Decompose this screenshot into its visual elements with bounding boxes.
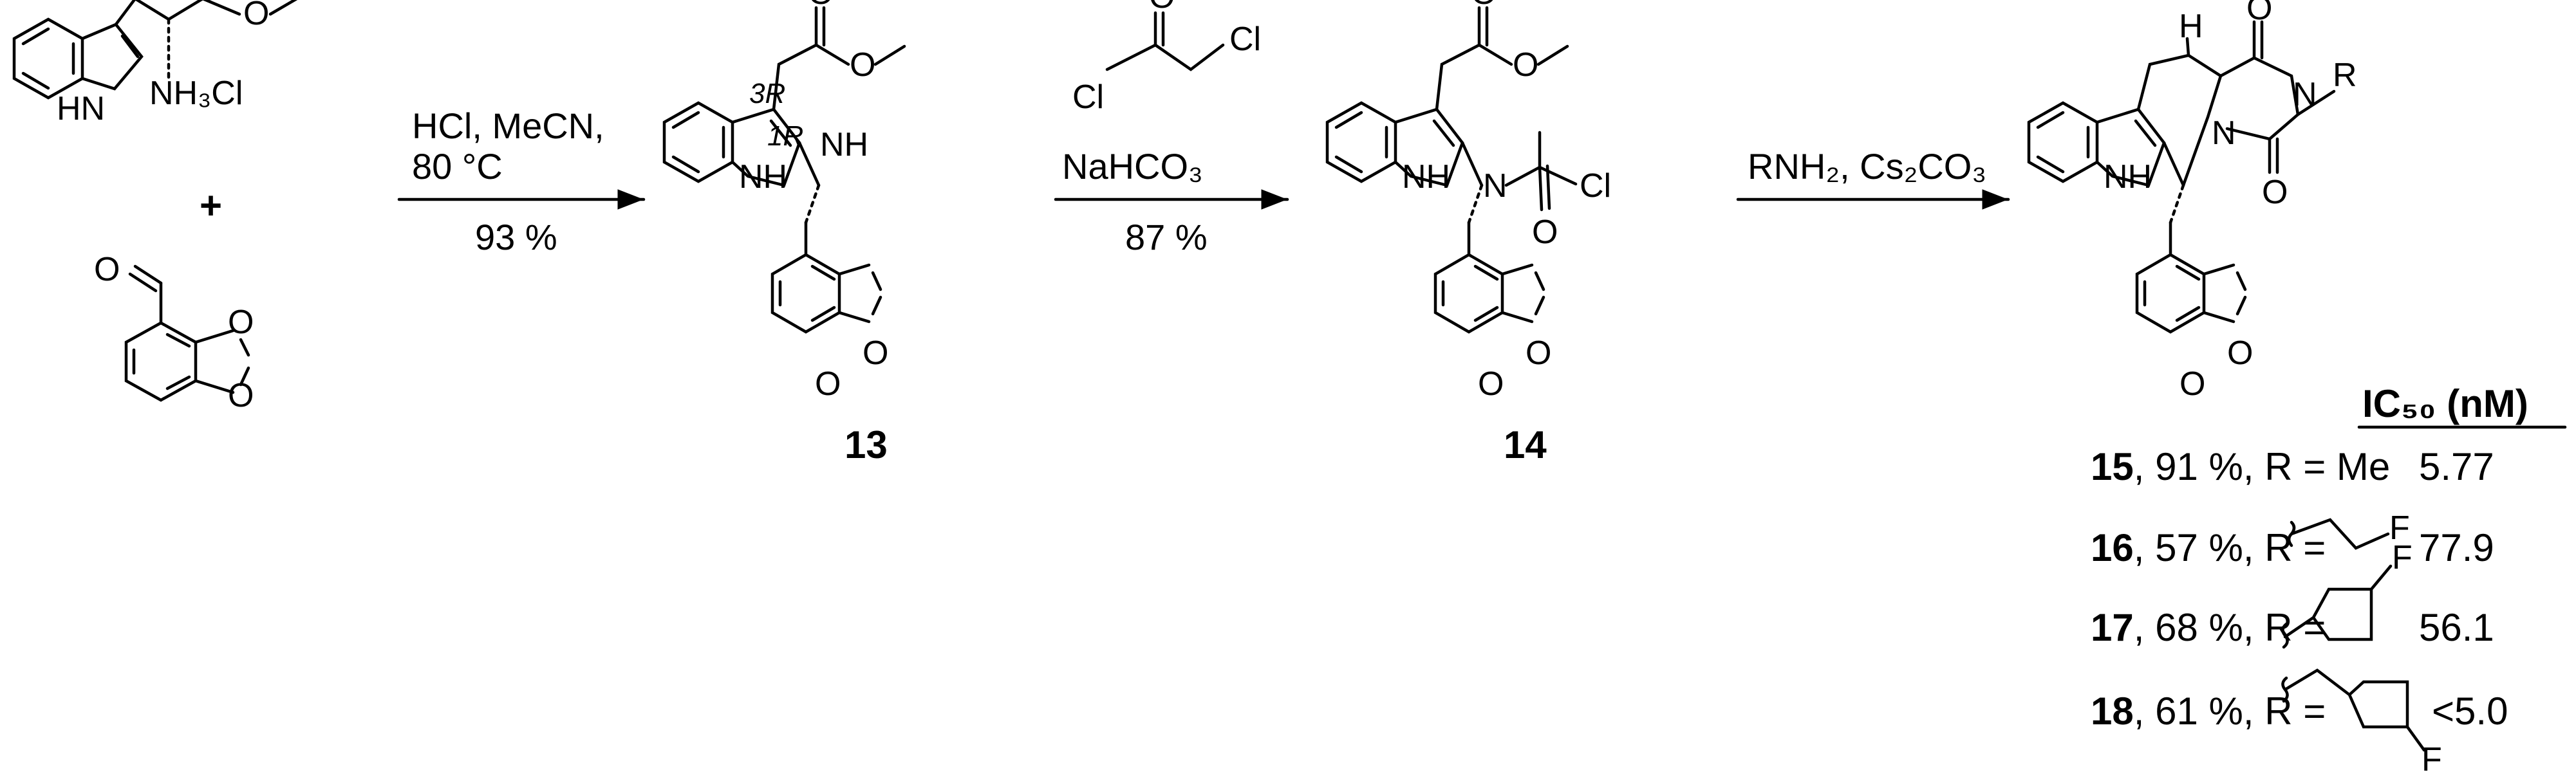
reaction-arrow-1: HCl, MeCN, 80 °C 93 %	[397, 105, 646, 257]
svg-text:N: N	[2212, 115, 2236, 152]
svg-text:O: O	[2227, 335, 2253, 372]
reaction-arrow-3: RNH₂, Cs₂CO₃	[1736, 146, 2010, 210]
svg-text:O: O	[1149, 0, 1175, 15]
ammonium-label: NH₃Cl	[149, 75, 243, 112]
svg-text:17, 68 %, R =: 17, 68 %, R =	[2091, 606, 2326, 649]
compound-17-number: 17	[2091, 606, 2134, 649]
step2-reagent: NaHCO₃	[1062, 146, 1203, 187]
svg-text:Cl: Cl	[1229, 21, 1261, 58]
compound-18-number: 18	[2091, 690, 2134, 733]
svg-text:N: N	[1483, 167, 1507, 205]
svg-text:NH: NH	[820, 126, 868, 163]
ic50-header: IC₅₀ (nM)	[2362, 382, 2528, 425]
svg-text:N: N	[2293, 76, 2317, 113]
svg-text:H: H	[2179, 8, 2203, 45]
reaction-arrow-2: O Cl Cl NaHCO₃ 87 %	[1054, 0, 1289, 257]
stereo-label-3R: 3R	[749, 78, 785, 109]
svg-text:O: O	[1526, 335, 1551, 372]
ic50-table: IC₅₀ (nM) 15, 91 %, R = Me 5.77 16, 57 %…	[2091, 382, 2567, 778]
svg-text:O: O	[2179, 365, 2205, 403]
product-general-structure: H O N R N O NH O O	[2027, 0, 2357, 403]
svg-text:O: O	[1471, 0, 1497, 12]
svg-text:Cl: Cl	[1580, 167, 1611, 205]
ic50-16: 77.9	[2419, 526, 2494, 569]
svg-text:Cl: Cl	[1072, 78, 1104, 116]
step1-reagents-line1: HCl, MeCN,	[412, 105, 604, 146]
table-row: 16, 57 %, R = F 77.9	[2091, 509, 2494, 569]
tryptophan-ester-structure: HN O O NH₃Cl	[12, 0, 298, 127]
indole-nh-label: HN	[57, 90, 105, 127]
svg-text:O: O	[815, 365, 841, 403]
stereo-label-1R: 1R	[767, 120, 803, 152]
plus-sign: +	[200, 184, 222, 227]
svg-text:F: F	[2392, 539, 2413, 576]
fluorocyclobutylmethyl-substituent	[2281, 668, 2426, 752]
dioxole-o-top-label: O	[228, 304, 254, 341]
ester-o-label: O	[243, 0, 269, 32]
svg-text:18, 61 %, R =: 18, 61 %, R =	[2091, 690, 2326, 733]
svg-text:NH: NH	[1402, 158, 1450, 196]
svg-text:R: R	[2333, 57, 2357, 94]
svg-text:O: O	[1513, 46, 1538, 84]
fluoroethyl-substituent	[2287, 518, 2390, 550]
fluorocyclobutyl-substituent	[2281, 564, 2393, 649]
svg-text:O: O	[808, 0, 834, 12]
step3-reagents: RNH₂, Cs₂CO₃	[1748, 146, 1986, 187]
compound-14-structure: O O N NH O Cl O O	[1327, 0, 1611, 403]
table-row: 17, 68 %, R = F 56.1	[2091, 539, 2494, 649]
svg-text:NH: NH	[739, 158, 787, 196]
table-row: 18, 61 %, R = F <5.0	[2091, 668, 2508, 778]
svg-text:F: F	[2422, 741, 2442, 778]
piperonal-structure: O O O	[94, 251, 254, 414]
svg-text:O: O	[863, 335, 888, 372]
ic50-18: <5.0	[2432, 690, 2508, 733]
ic50-17: 56.1	[2419, 606, 2494, 649]
aldehyde-o-label: O	[94, 251, 120, 288]
step1-yield: 93 %	[475, 217, 557, 257]
compound-14-number: 14	[1504, 423, 1547, 466]
svg-text:16, 57 %, R =: 16, 57 %, R =	[2091, 526, 2326, 569]
compound-15-number: 15	[2091, 445, 2134, 488]
svg-text:O: O	[2262, 174, 2288, 211]
svg-text:O: O	[1532, 214, 1558, 251]
compound-13-number: 13	[845, 423, 888, 466]
svg-text:O: O	[1478, 365, 1504, 403]
svg-text:15, 91 %, R = Me: 15, 91 %, R = Me	[2091, 445, 2390, 488]
step1-reagents-line2: 80 °C	[412, 146, 503, 187]
step2-yield: 87 %	[1125, 217, 1208, 257]
svg-text:O: O	[2246, 0, 2272, 27]
svg-text:NH: NH	[2104, 158, 2152, 196]
table-row: 15, 91 %, R = Me 5.77	[2091, 445, 2494, 488]
compound-13-structure: O O NH NH 3R 1R O O	[664, 0, 906, 403]
chloroacetyl-chloride-structure: O Cl Cl	[1072, 0, 1261, 116]
svg-text:O: O	[850, 46, 875, 84]
compound-16-number: 16	[2091, 526, 2134, 569]
svg-text:F: F	[2389, 509, 2410, 547]
ic50-15: 5.77	[2419, 445, 2494, 488]
dioxole-o-bottom-label: O	[228, 377, 254, 414]
